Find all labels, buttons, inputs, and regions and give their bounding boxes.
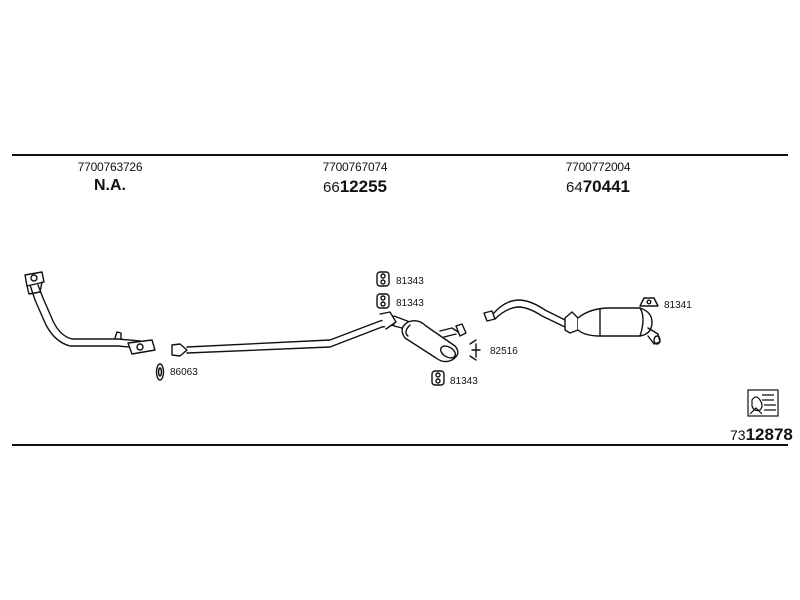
center-muffler — [401, 319, 467, 363]
middle-pipe — [171, 311, 411, 357]
section-front-pipe: 7700763726 N.A. — [60, 160, 160, 195]
part-label-clamp: 82516 — [490, 346, 518, 357]
clamp-shape — [469, 339, 481, 361]
ref-number: N.A. — [94, 177, 126, 194]
front-pipe — [24, 271, 156, 355]
oem-number: 7700767074 — [322, 160, 388, 174]
hanger-mid-2-shape — [376, 293, 390, 309]
catalog-number: 7312878 — [730, 425, 793, 444]
gasket-shape — [155, 363, 165, 381]
ref-number: 6470441 — [566, 177, 630, 196]
bottom-divider — [12, 444, 788, 446]
catalog-logo — [747, 389, 779, 417]
oem-number: 7700763726 — [77, 160, 143, 174]
part-label-gasket: 86063 — [170, 367, 198, 378]
hanger-low-shape — [431, 370, 445, 386]
part-label-hanger-rear: 81341 — [664, 300, 692, 311]
top-divider — [12, 154, 788, 156]
hanger-mid-1-shape — [376, 271, 390, 287]
part-label-hanger-mid-1: 81343 — [396, 276, 424, 287]
part-label-hanger-low: 81343 — [450, 376, 478, 387]
section-rear-muffler: 7700772004 6470441 — [548, 160, 648, 197]
hanger-rear-shape — [639, 297, 659, 307]
oem-number: 7700772004 — [565, 160, 631, 174]
section-middle-pipe: 7700767074 6612255 — [305, 160, 405, 197]
part-label-hanger-mid-2: 81343 — [396, 298, 424, 309]
ref-number: 6612255 — [323, 177, 387, 196]
rear-section — [483, 299, 661, 345]
